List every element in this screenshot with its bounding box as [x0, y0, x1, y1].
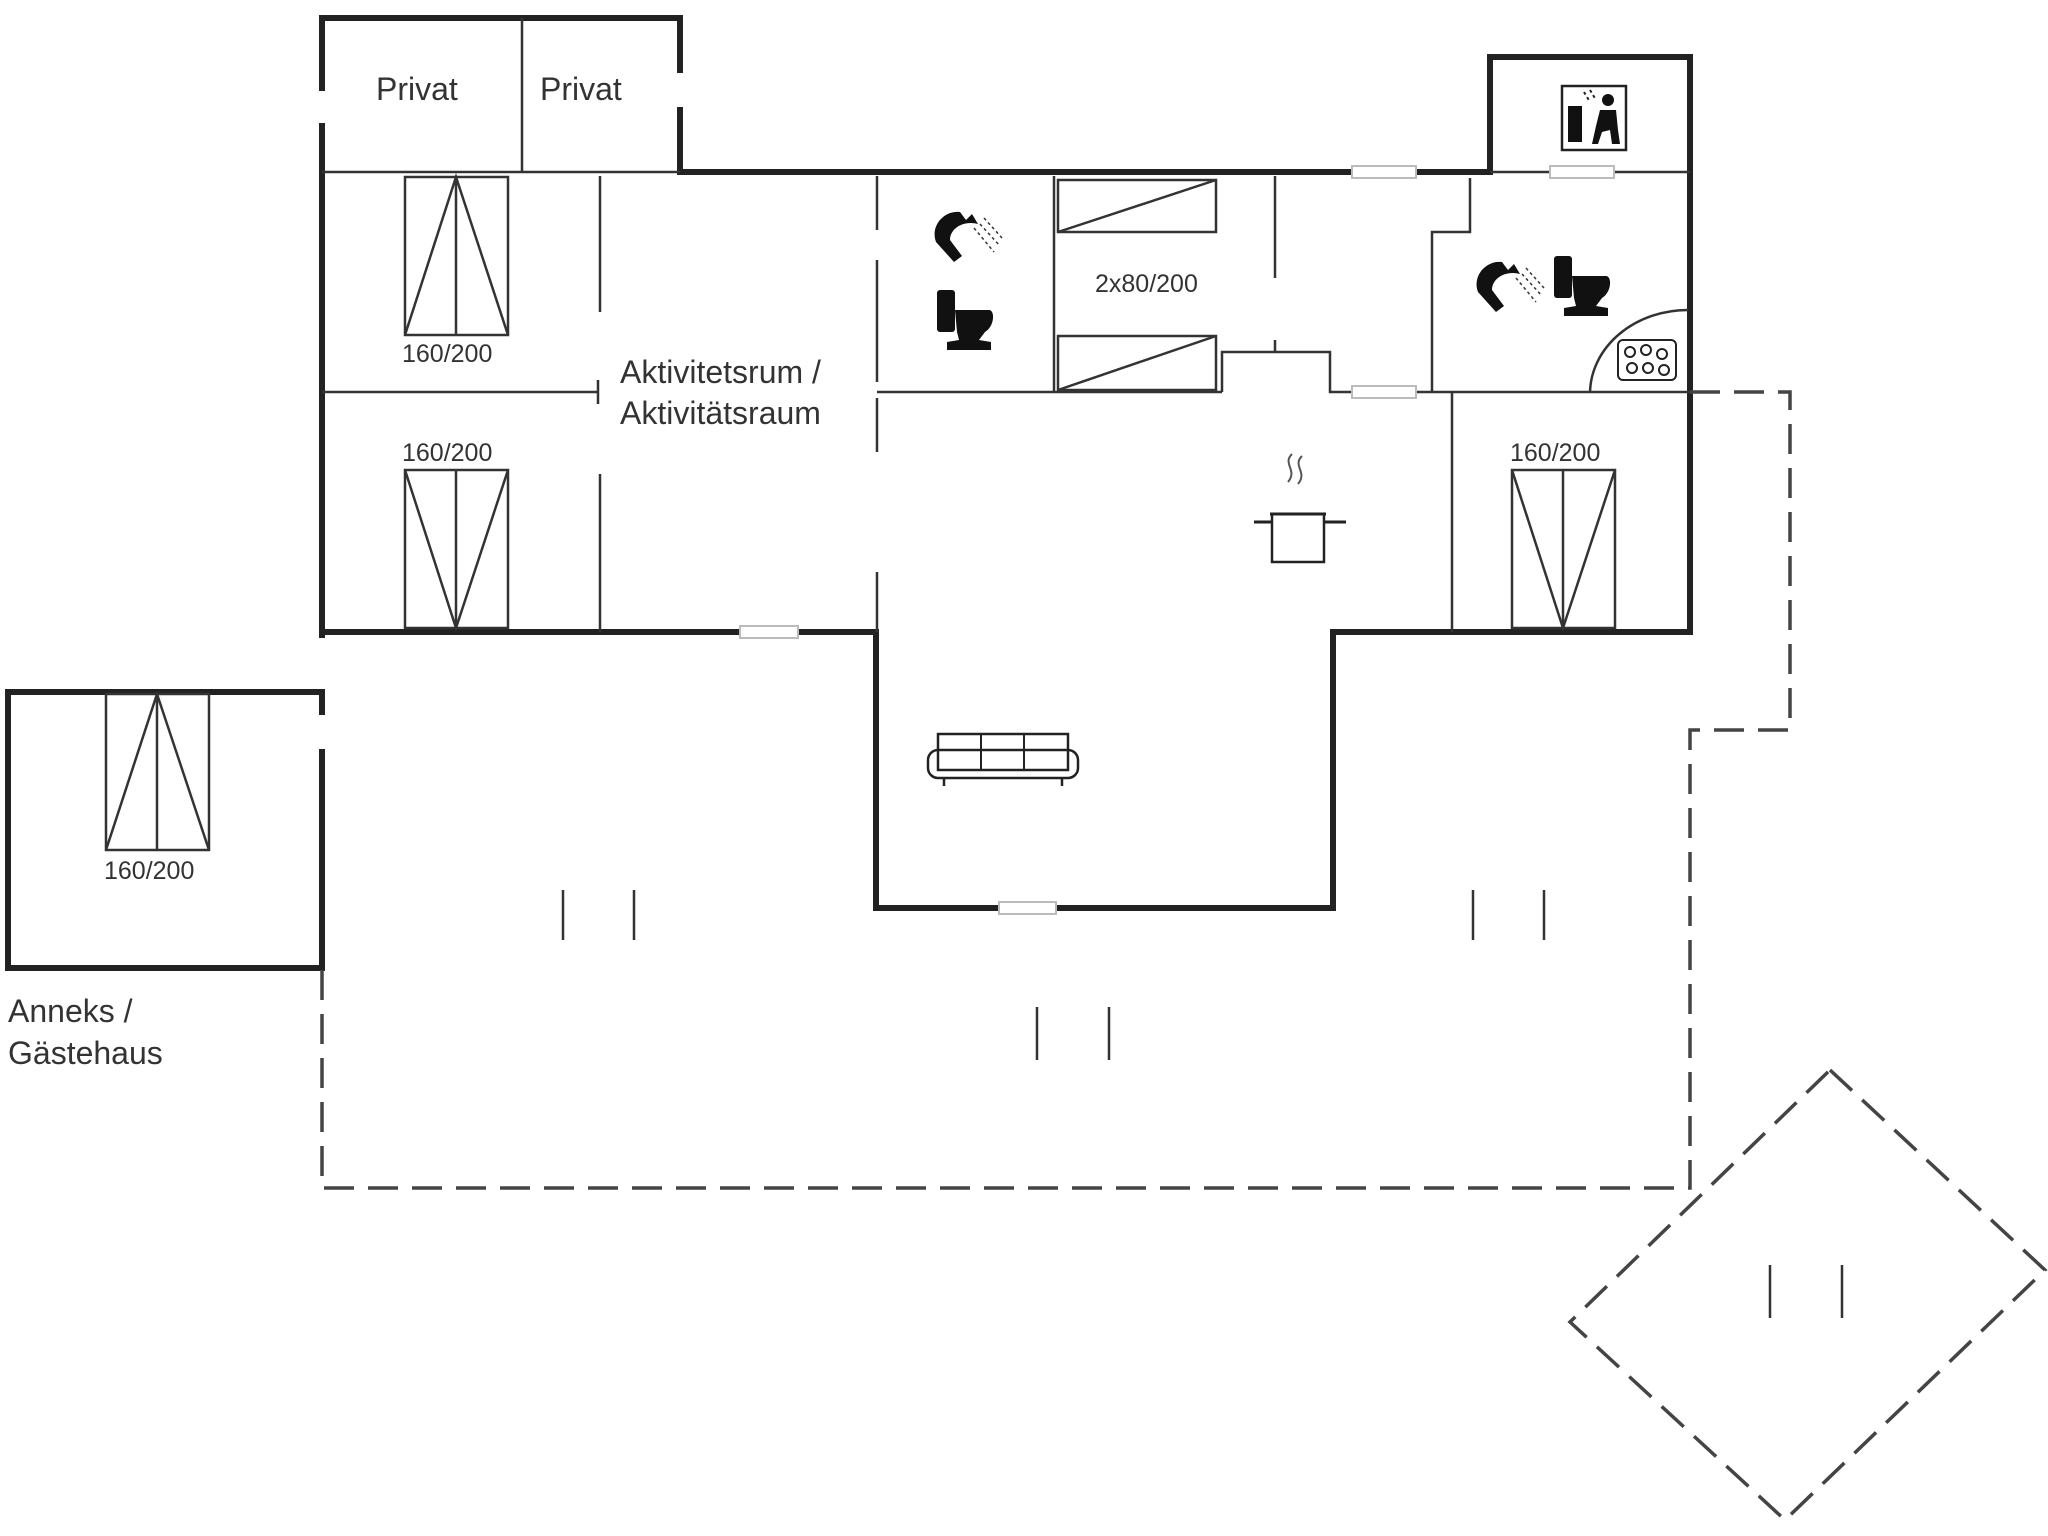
bed-nw: [403, 172, 510, 337]
room-label-annex-1: Anneks /: [8, 993, 133, 1029]
room-label-privat-1: Privat: [376, 71, 458, 107]
shower-icon-2: [1476, 261, 1545, 312]
bed-label-annex: 160/200: [104, 857, 194, 885]
terrace-marks: [561, 890, 1844, 1318]
cooking-pot-icon: [1254, 453, 1346, 564]
bed-label-e: 160/200: [1510, 439, 1600, 467]
terraces: [320, 390, 2048, 1523]
bunk-beds: [1056, 178, 1218, 392]
toilet-icon-2: [1554, 256, 1611, 316]
sauna-icon: [1560, 84, 1628, 152]
interior-walls: [322, 18, 1690, 632]
bed-label-sw: 160/200: [402, 439, 492, 467]
bed-annex: [104, 690, 211, 852]
whirlpool-icon: [1617, 339, 1677, 381]
room-label-activity-1: Aktivitetsrum /: [620, 354, 821, 390]
bed-label-bunk: 2x80/200: [1095, 270, 1198, 298]
windows: [739, 165, 1615, 915]
main-walls: [5, 15, 1693, 971]
bed-e: [1510, 468, 1617, 633]
bed-sw: [403, 468, 510, 633]
shower-icon: [934, 211, 1003, 262]
sofa-icon: [926, 732, 1080, 786]
bed-label-nw: 160/200: [402, 340, 492, 368]
room-label-activity-2: Aktivitätsraum: [620, 395, 821, 431]
toilet-icon: [937, 290, 994, 350]
room-label-privat-2: Privat: [540, 71, 622, 107]
room-label-annex-2: Gästehaus: [8, 1035, 163, 1071]
